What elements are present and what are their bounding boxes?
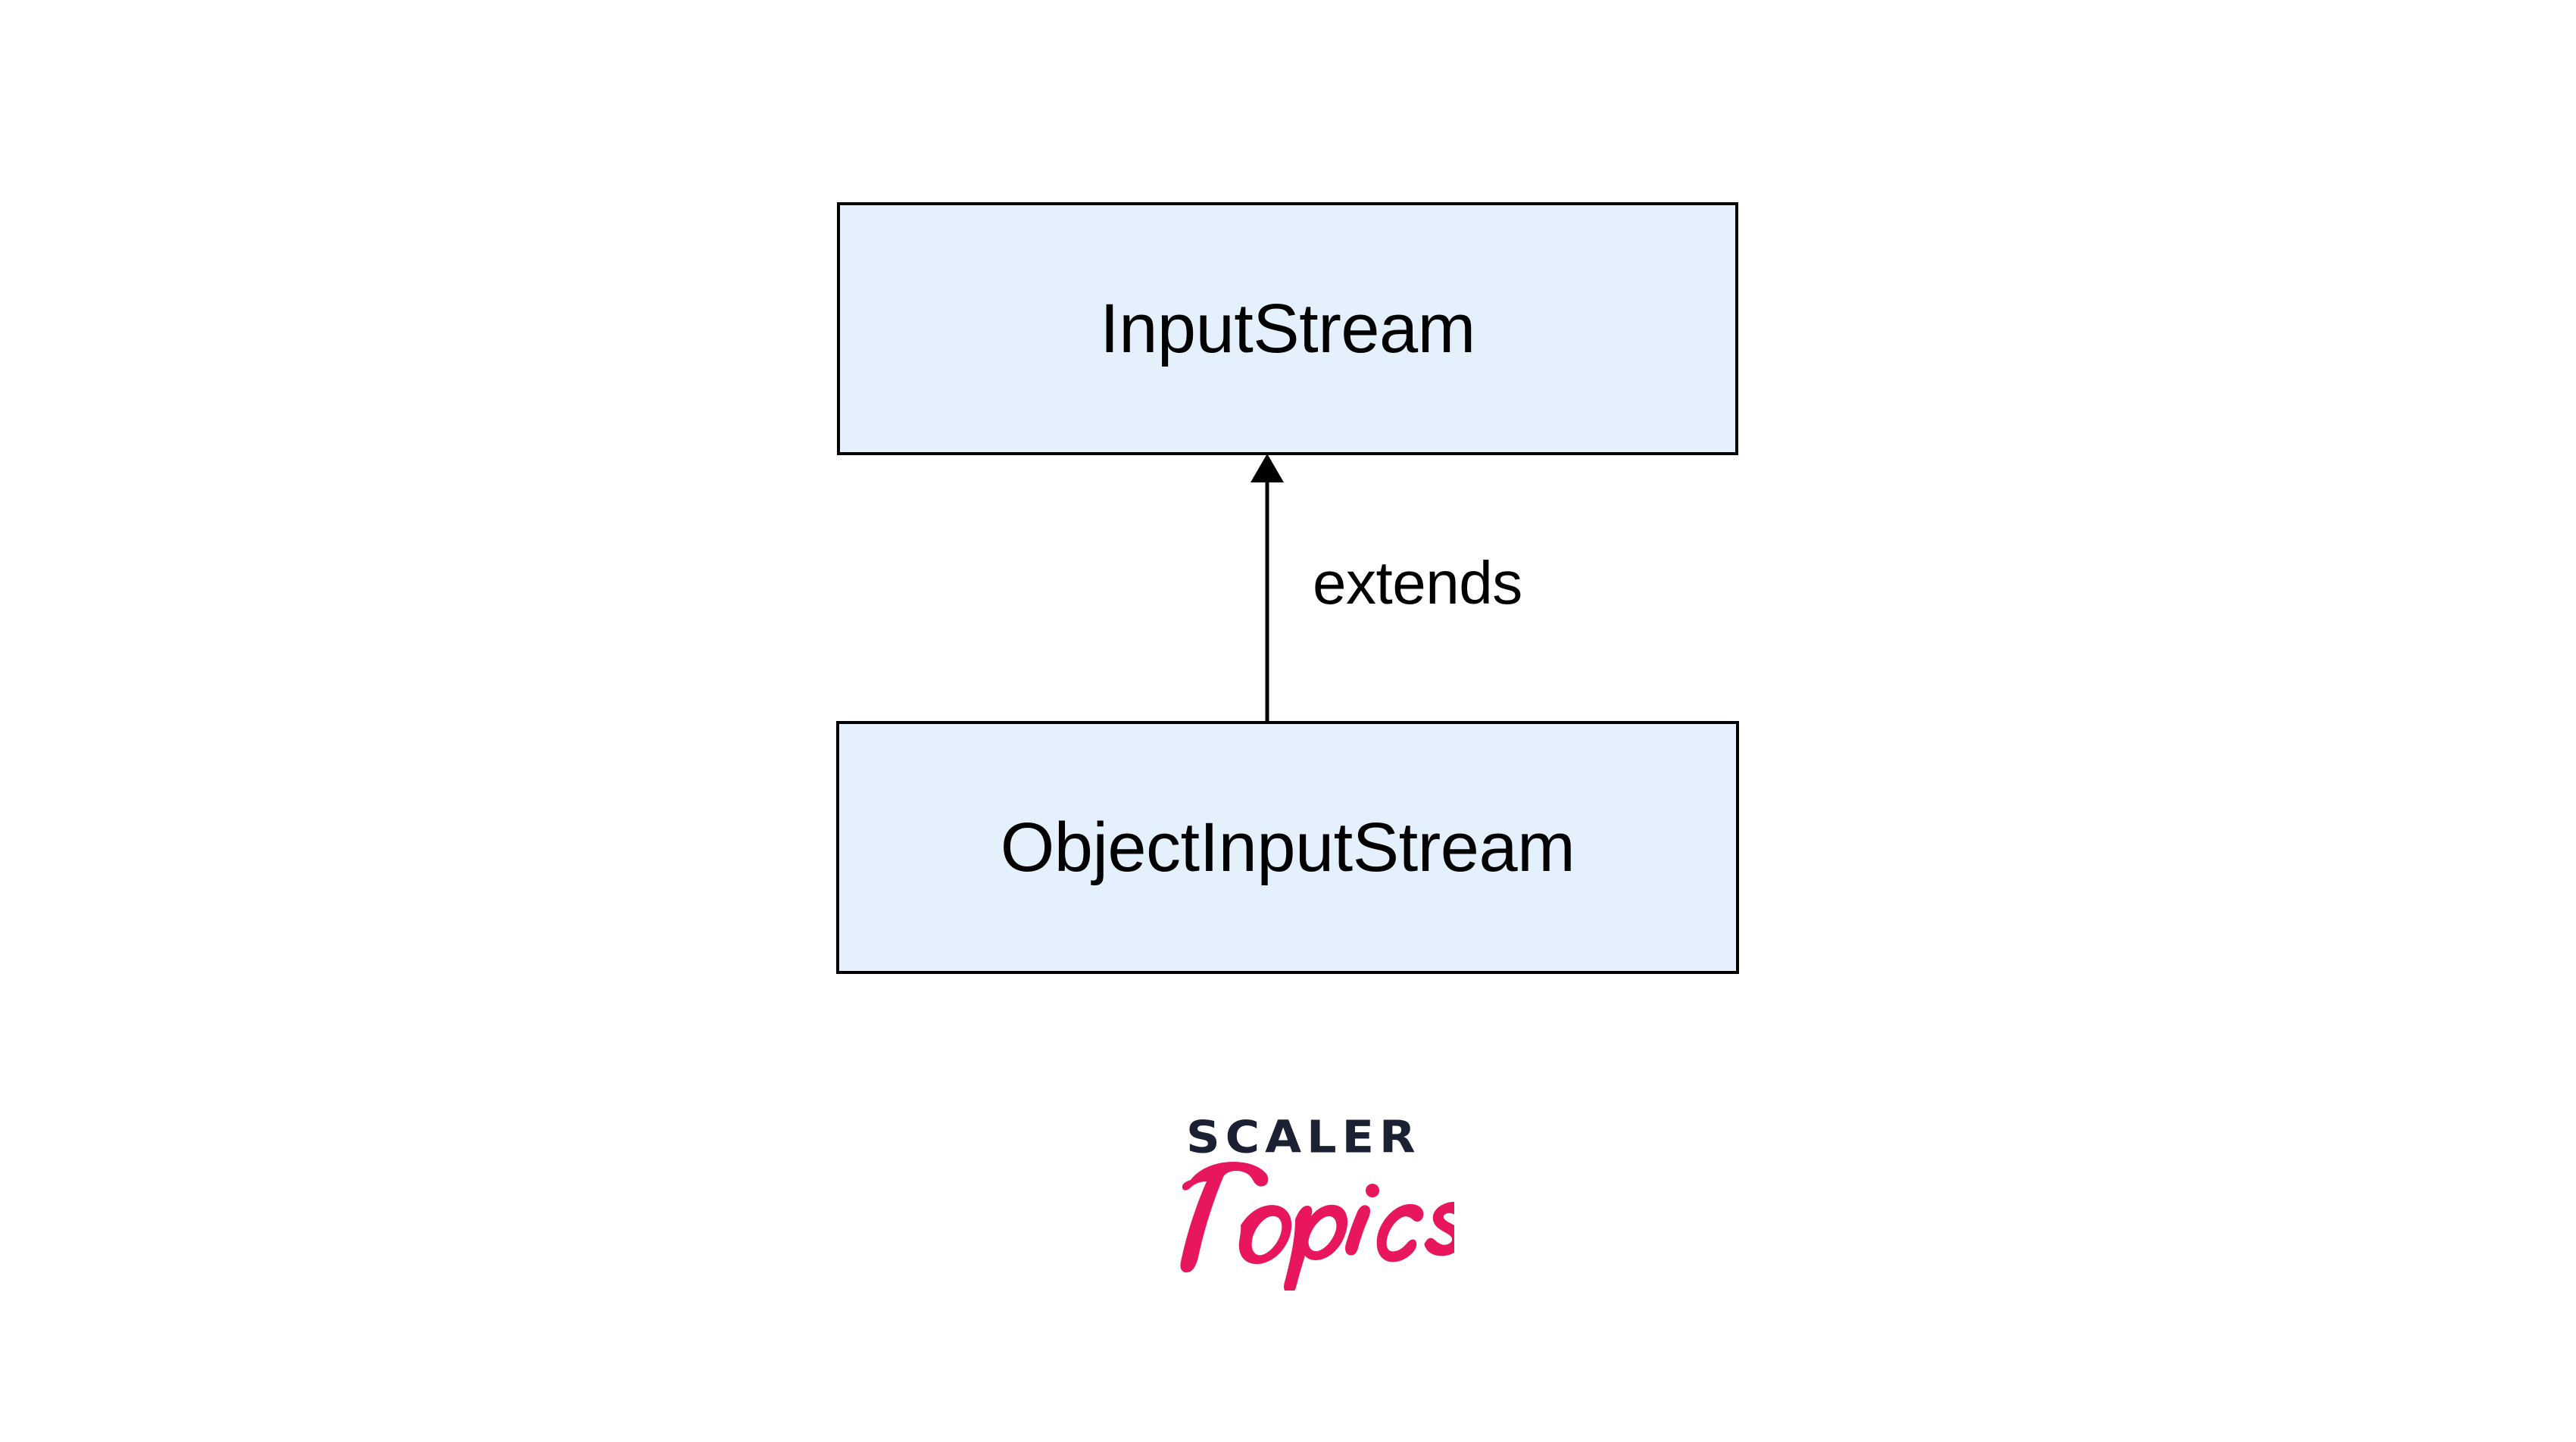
extends-arrowhead-icon xyxy=(1251,454,1284,482)
scaler-topics-logo: SCALER xyxy=(1151,1107,1454,1297)
class-box-label: InputStream xyxy=(1100,290,1475,367)
extends-arrow xyxy=(1251,454,1284,727)
class-box-label: ObjectInputStream xyxy=(1000,809,1575,886)
class-box-object-input-stream[interactable]: ObjectInputStream xyxy=(836,721,1739,974)
logo-wordmark-scaler: SCALER xyxy=(1186,1110,1421,1163)
extends-edge-label: extends xyxy=(1313,549,1522,616)
class-box-input-stream[interactable]: InputStream xyxy=(837,202,1738,455)
logo-script-topics-icon xyxy=(1180,1162,1454,1291)
